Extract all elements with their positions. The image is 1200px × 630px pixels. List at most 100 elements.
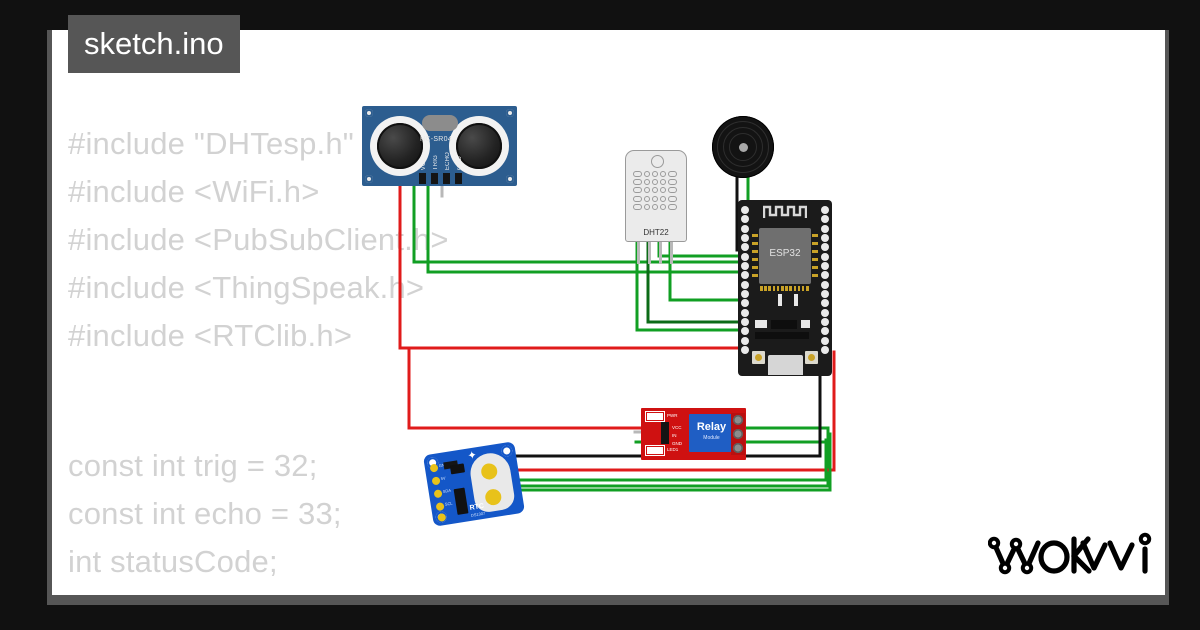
label-pwr: PWR (667, 413, 678, 418)
rtc-silkscreen-sub: DS1307 (470, 510, 486, 518)
pin-hole[interactable] (821, 215, 829, 224)
relay-silkscreen: Relay (696, 421, 727, 433)
power-led (645, 411, 665, 422)
part-hc-sr04[interactable]: HC-SR04 VCC TRIG ECHO GND (362, 106, 517, 186)
status-led (645, 445, 665, 456)
mount-hole (500, 444, 514, 458)
pin-label-5v: 5V (440, 475, 446, 482)
smd-component (778, 294, 782, 306)
pin-label-gnd: GND (457, 156, 463, 170)
smd-ic (771, 320, 797, 329)
pin-hole[interactable] (821, 224, 829, 233)
pad-sda[interactable] (433, 489, 443, 499)
pin-hole[interactable] (741, 290, 749, 299)
code-editor-text: #include "DHTesp.h" #include <WiFi.h> #i… (52, 30, 1165, 595)
pin-hole[interactable] (821, 280, 829, 289)
ultrasonic-transducer-left (370, 116, 430, 176)
pin-hole[interactable] (741, 336, 749, 345)
wokwi-logo (987, 525, 1152, 586)
code-line: #include "DHTesp.h" (68, 126, 355, 161)
mount-hole (365, 109, 373, 117)
header-pin[interactable] (443, 173, 450, 184)
relay-input-header[interactable] (661, 422, 669, 444)
pin-hole[interactable] (821, 346, 829, 355)
terminal-screw[interactable] (733, 415, 743, 425)
boot-button[interactable] (752, 351, 765, 364)
pin-hole[interactable] (741, 280, 749, 289)
label-gnd: GND (672, 441, 682, 446)
rtc-ic (453, 487, 469, 515)
relay-can: Relay Module (689, 414, 734, 452)
pin-hole[interactable] (741, 224, 749, 233)
pin-hole[interactable] (821, 252, 829, 261)
buzzer-ring (723, 127, 763, 167)
part-esp32[interactable]: ESP32 (738, 200, 832, 376)
pin-hole[interactable] (821, 234, 829, 243)
pin-hole[interactable] (741, 206, 749, 214)
code-line: #include <ThingSpeak.h> (68, 270, 425, 305)
dht22-leg[interactable] (670, 242, 673, 264)
pin-hole[interactable] (821, 262, 829, 271)
mount-hole (506, 109, 514, 117)
wifi-antenna-trace (763, 205, 807, 218)
dht22-leg[interactable] (637, 242, 640, 264)
part-buzzer[interactable] (712, 116, 774, 178)
terminal-screw[interactable] (733, 443, 743, 453)
pin-hole[interactable] (821, 299, 829, 308)
part-rtc-ds1307[interactable]: GND 5V SDA SCL ✦ RTC DS1307 (422, 441, 526, 527)
code-line: #include <RTClib.h> (68, 318, 353, 353)
pin-hole[interactable] (741, 243, 749, 252)
pin-hole[interactable] (821, 290, 829, 299)
pin-hole[interactable] (741, 318, 749, 327)
header-pin[interactable] (419, 173, 426, 184)
pin-hole[interactable] (741, 262, 749, 271)
pin-hole[interactable] (741, 327, 749, 336)
pin-hole[interactable] (821, 206, 829, 214)
module-pads (760, 286, 809, 291)
pin-hole[interactable] (821, 336, 829, 345)
pin-hole[interactable] (741, 215, 749, 224)
dht22-leg[interactable] (648, 242, 651, 264)
pin-hole[interactable] (741, 271, 749, 280)
pin-label-trig: TRIG (433, 154, 439, 170)
pad-scl[interactable] (435, 502, 445, 512)
pin-hole[interactable] (821, 327, 829, 336)
part-relay-module[interactable]: Relay Module PWR VCC IN GND LED1 (641, 408, 746, 460)
part-dht22[interactable]: DHT22 (625, 150, 687, 264)
code-line: int statusCode; (68, 544, 278, 579)
pin-hole[interactable] (741, 299, 749, 308)
smd-component (794, 294, 798, 306)
pin-hole[interactable] (741, 308, 749, 317)
pin-hole[interactable] (821, 318, 829, 327)
pin-hole[interactable] (741, 346, 749, 355)
label-led1: LED1 (667, 447, 679, 452)
terminal-screw[interactable] (733, 429, 743, 439)
header-right[interactable] (819, 206, 831, 370)
pin-hole[interactable] (821, 271, 829, 280)
oscillator-can (422, 115, 458, 131)
enable-button[interactable] (805, 351, 818, 364)
pin-hole[interactable] (741, 252, 749, 261)
esp32-module: ESP32 (759, 228, 811, 284)
diagram-canvas[interactable]: #include "DHTesp.h" #include <WiFi.h> #i… (52, 30, 1165, 595)
pad-gnd[interactable] (429, 463, 439, 473)
pin-hole[interactable] (821, 243, 829, 252)
buzzer-ring (729, 133, 757, 161)
pin-label-vcc: VCC (421, 156, 427, 170)
hc-sr04-silkscreen: HC-SR04 (420, 136, 453, 143)
label-in: IN (672, 433, 677, 438)
pad-5v[interactable] (431, 476, 441, 486)
pin-hole[interactable] (821, 308, 829, 317)
smd-component (801, 320, 810, 328)
dht22-leg[interactable] (659, 242, 662, 264)
pin-hole[interactable] (741, 234, 749, 243)
tab-sketch-ino[interactable]: sketch.ino (68, 15, 240, 73)
sensor-grille (633, 171, 681, 219)
header-pin[interactable] (455, 173, 462, 184)
pin-label-scl: SCL (444, 500, 453, 507)
header-pin[interactable] (431, 173, 438, 184)
buzzer-sound-hole (738, 142, 748, 152)
header-left[interactable] (739, 206, 751, 370)
pin-label-sda: SDA (442, 487, 452, 494)
